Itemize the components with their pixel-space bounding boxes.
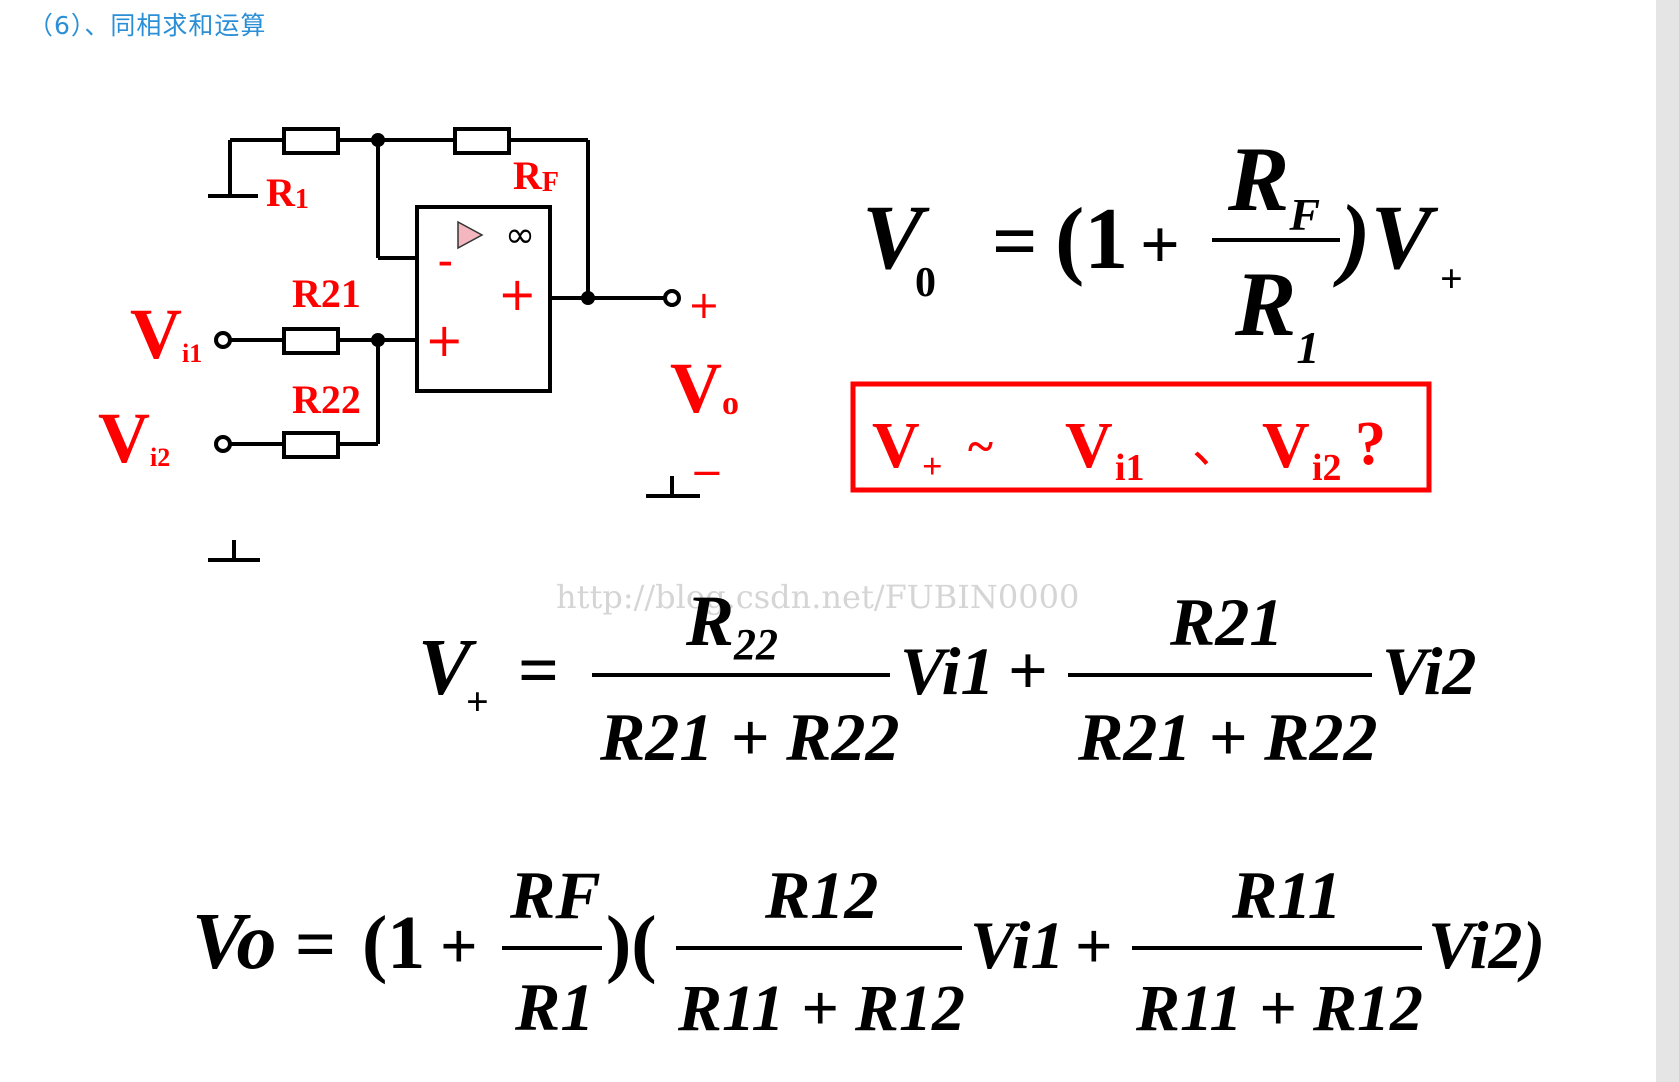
resistor-r22 [282, 431, 340, 459]
eq1-close: )V [1333, 186, 1439, 288]
resistor-r1 [282, 127, 340, 155]
amp-plus-output-sign: + [498, 267, 537, 321]
equation-vo-final: Vo = (1 + RF R1 )( R12 R11 + R12 Vi1 + R… [192, 857, 1545, 1045]
q-separator: 、 [1192, 418, 1240, 474]
eq2-term2: Vi2 [1382, 633, 1477, 709]
output-plus-sign: + [688, 283, 720, 327]
eq2-frac1-den: R21 + R22 [599, 699, 899, 775]
eq3-frac1-num: R12 [764, 857, 878, 933]
resistor-rf [453, 127, 511, 155]
q-vplus-sub: + [922, 446, 943, 486]
terminal-vi1 [214, 331, 232, 349]
eq1-open: (1 [1055, 191, 1128, 288]
eq1-close-sub: + [1440, 256, 1463, 301]
q-question-mark: ? [1355, 410, 1386, 478]
scrollbar-track[interactable] [1656, 0, 1679, 1082]
eq3-plus2: + [1075, 910, 1113, 983]
q-vi2: V [1262, 409, 1310, 482]
watermark: http://blog.csdn.net/FUBIN0000 [556, 578, 1079, 616]
label-r1: R1 [266, 170, 309, 215]
eq3-frac2-num: R11 [1231, 857, 1342, 933]
label-vi2: Vi2 [98, 398, 170, 478]
eq1-lhs: V [862, 186, 930, 288]
q-vi1: V [1065, 409, 1113, 482]
eq1-equals: = [992, 198, 1038, 286]
eq2-frac2-den: R21 + R22 [1077, 699, 1377, 775]
junction-dot [581, 291, 595, 305]
eq3-rf-den: R1 [514, 969, 594, 1045]
eq2-equals: = [518, 630, 559, 710]
circuit-diagram [208, 127, 700, 562]
terminal-vo [663, 289, 681, 307]
amp-triangle-icon [457, 220, 484, 250]
eq3-plus: + [440, 910, 478, 983]
equation-vplus: V + = R22 R21 + R22 Vi1 + R21 R21 + R22 … [418, 581, 1477, 775]
label-vo: Vo [670, 348, 739, 428]
label-vi1: Vi1 [130, 294, 202, 374]
label-rf: RF [513, 153, 559, 198]
eq1-lhs-sub: 0 [915, 260, 936, 306]
eq3-frac1-den: R11 + R12 [677, 972, 965, 1045]
section-heading: （6）、同相求和运算 [28, 11, 267, 40]
amp-plus-input-sign: + [425, 313, 464, 367]
question-box [850, 381, 1432, 493]
eq2-term1: Vi1 [900, 633, 995, 709]
eq2-frac2-num: R21 [1169, 584, 1283, 660]
junctions [371, 133, 595, 347]
q-vi2-sub: i2 [1312, 447, 1342, 489]
question-content: V + ~ V i1 、 V i2 ? [872, 409, 1386, 489]
q-vplus: V [872, 409, 920, 482]
equation-vo-vplus: V 0 = (1 + RF R1 )V + [862, 128, 1463, 373]
eq2-plus: + [1008, 633, 1048, 710]
amp-minus-sign: - [438, 235, 453, 284]
junction-dot [371, 333, 385, 347]
eq3-rf-num: RF [509, 857, 601, 933]
output-minus-sign: − [690, 450, 724, 496]
terminal-vi2 [214, 435, 232, 453]
eq3-term1: Vi1 [970, 907, 1065, 983]
eq2-lhs: V [418, 624, 477, 712]
label-r21: R21 [292, 271, 361, 316]
amp-infinity: ∞ [505, 215, 535, 256]
eq3-mid: )( [606, 901, 657, 985]
q-vi1-sub: i1 [1115, 447, 1145, 489]
eq2-frac1-num: R22 [685, 581, 778, 669]
eq1-num: RF [1227, 128, 1320, 240]
eq1-den: R1 [1234, 253, 1319, 373]
q-tilde: ~ [968, 420, 993, 473]
eq3-frac2-den: R11 + R12 [1135, 972, 1423, 1045]
eq3-equals: = [295, 904, 336, 984]
eq1-plus: + [1140, 207, 1180, 284]
eq3-lhs: Vo [192, 898, 277, 986]
eq2-lhs-sub: + [466, 679, 489, 724]
eq3-open: (1 [362, 901, 425, 985]
label-r22: R22 [292, 377, 361, 422]
junction-dot [371, 133, 385, 147]
eq3-term2: Vi2) [1428, 907, 1545, 983]
resistor-r21 [282, 327, 340, 355]
